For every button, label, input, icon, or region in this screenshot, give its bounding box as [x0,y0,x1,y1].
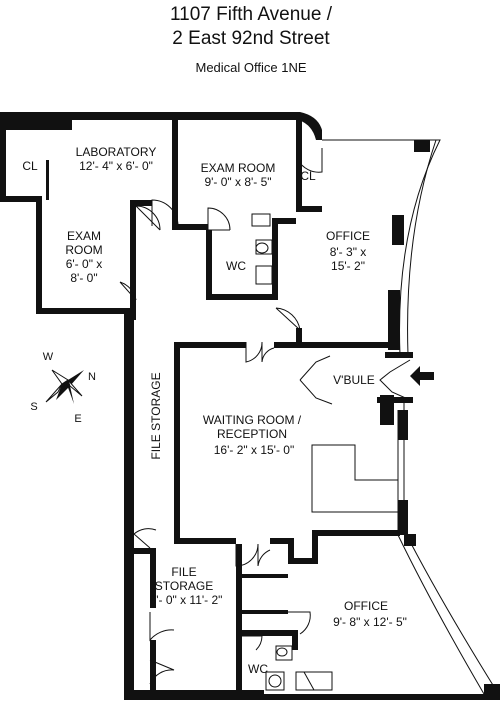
office-upper-label: OFFICE [326,229,370,243]
plan-subtitle: Medical Office 1NE [195,60,307,75]
exam-room-top-label: EXAM ROOM [201,161,276,175]
exam-room-left-dims-2: 8'- 0" [70,271,97,285]
office-upper-dims-1: 8'- 3" x [330,245,367,259]
exam-room-left-dims-1: 6'- 0" x [66,257,103,271]
file-storage-room-dims: 8'- 0" x 11'- 2" [150,593,223,607]
office-upper-dims-2: 15'- 2" [331,259,365,273]
plan-title-line-2: 2 East 92nd Street [172,28,330,49]
entrance-arrow-icon [410,366,434,386]
waiting-room-dims: 16'- 2" x 15'- 0" [214,443,294,457]
file-storage-corridor-label: FILE STORAGE [149,372,163,459]
office-lower-dims: 9'- 8" x 12'- 5" [333,615,407,629]
compass-n: N [88,371,96,383]
file-storage-room-label-2: STORAGE [155,579,213,593]
exam-room-top-dims: 9'- 0" x 8'- 5" [204,175,271,189]
laboratory-label: LABORATORY [76,145,157,159]
exam-room-left-label-1: EXAM [67,229,101,243]
closet-exam-label: CL [300,169,316,183]
closet-lab-label: CL [22,159,38,173]
interior-walls [46,120,400,700]
wc-upper-label: WC [226,259,246,273]
waiting-room-label-1: WAITING ROOM / [203,413,302,427]
compass-w: W [43,351,54,363]
plan-title-line-1: 1107 Fifth Avenue / [170,4,332,25]
laboratory-dims: 12'- 4" x 6'- 0" [79,159,153,173]
compass-rose-icon: W N S E [30,351,96,425]
file-storage-room-label-1: FILE [171,565,196,579]
fixtures [251,213,333,691]
exam-room-left-label-2: ROOM [65,243,102,257]
wc-lower-label: WC [248,662,268,676]
office-lower-label: OFFICE [344,599,388,613]
compass-e: E [74,413,81,425]
exterior-walls [0,112,500,700]
compass-s: S [30,401,37,413]
vestibule-label: V'BULE [333,373,375,387]
door-swings [119,148,411,685]
waiting-room-label-2: RECEPTION [217,427,287,441]
